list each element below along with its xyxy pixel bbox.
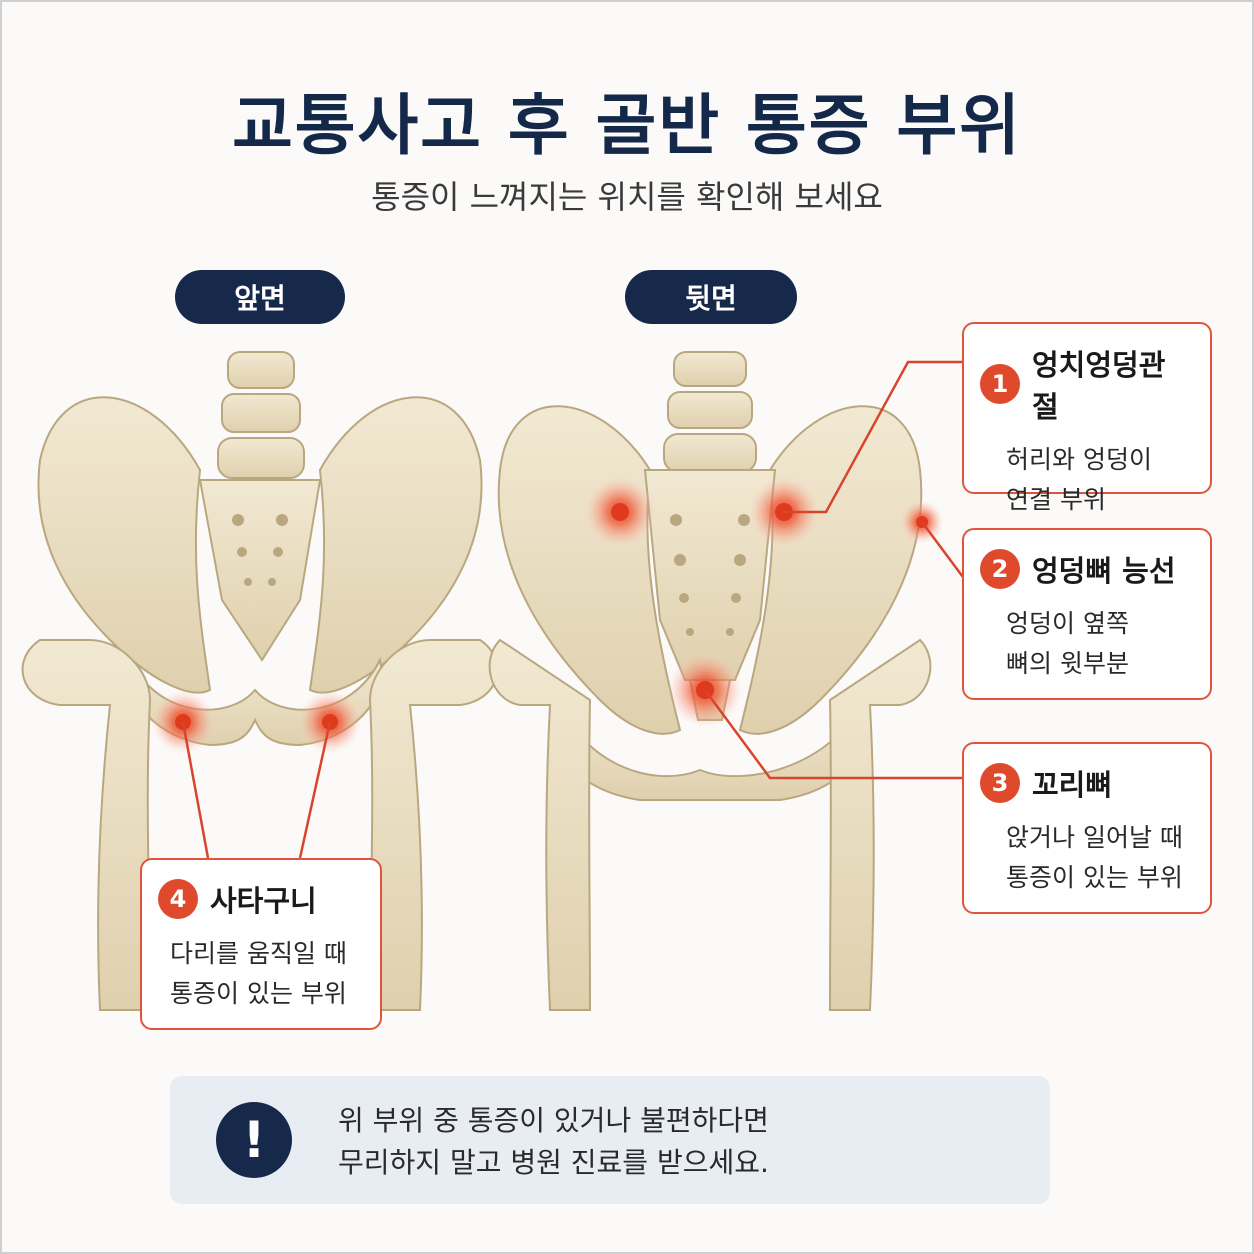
callout-title: 사타구니 [210,884,317,918]
right-ilium-front [308,396,483,694]
callout-desc-line: 엉덩이 옆쪽 [1006,609,1129,638]
callout-desc-line: 앉거나 일어날 때 [1006,823,1183,852]
front-view-label: 앞면 [175,270,345,324]
callout-title: 엉덩뼈 능선 [1032,554,1176,588]
callout-groin: 4 사타구니 다리를 움직일 때 통증이 있는 부위 [140,858,382,1030]
page-subtitle: 통증이 느껴지는 위치를 확인해 보세요 [371,178,883,216]
callout-desc-line: 허리와 엉덩이 [1006,445,1152,474]
vertebra-front-2 [221,393,301,433]
right-femur-front [368,639,499,1011]
vertebra-back-1 [673,351,747,387]
pain-dot-si-left [611,503,629,521]
leader-line-4a [181,721,210,859]
leader-line-4b [298,721,332,859]
callout-title: 엉치엉덩관절 [1032,348,1166,424]
callout-desc-line: 통증이 있는 부위 [1006,863,1183,892]
sacral-foramina-front [232,514,288,586]
leader-lines [181,360,982,859]
notice-line: 위 부위 중 통증이 있거나 불편하다면 [338,1104,769,1137]
right-femur-back [828,638,932,1011]
vertebra-back-2 [667,391,753,429]
callout-number: 4 [158,879,198,919]
callout-sacroiliac-joint: 1 엉치엉덩관절 허리와 엉덩이 연결 부위 [962,322,1212,514]
callout-number: 2 [980,549,1020,589]
notice-box: ! 위 부위 중 통증이 있거나 불편하다면 무리하지 말고 병원 진료를 받으… [170,1076,1050,1204]
callout-desc-line: 연결 부위 [1006,485,1106,514]
left-femur-front [21,639,152,1011]
callout-desc-line: 뼈의 윗부분 [1006,649,1129,678]
sacrum-front [198,479,322,662]
page-title: 교통사고 후 골반 통증 부위 [232,87,1022,164]
leader-line-1 [784,360,962,514]
left-ilium-front [37,396,212,694]
vertebra-front-3 [217,437,305,479]
exclamation-icon: ! [216,1102,292,1178]
callout-desc-line: 다리를 움직일 때 [170,939,347,968]
vertebra-front-1 [227,351,295,389]
leader-line-3 [703,689,962,780]
callout-coccyx: 3 꼬리뼈 앉거나 일어날 때 통증이 있는 부위 [962,742,1212,914]
callout-iliac-crest: 2 엉덩뼈 능선 엉덩이 옆쪽 뼈의 윗부분 [962,528,1212,700]
sacral-foramina-back [670,514,750,636]
left-femur-back [488,638,592,1011]
notice-line: 무리하지 말고 병원 진료를 받으세요. [338,1146,769,1179]
back-view-label: 뒷면 [625,270,797,324]
callout-desc-line: 통증이 있는 부위 [170,979,347,1008]
callout-number: 1 [980,364,1020,404]
callout-number: 3 [980,763,1020,803]
callout-title: 꼬리뼈 [1032,768,1113,802]
vertebra-back-3 [663,433,757,473]
